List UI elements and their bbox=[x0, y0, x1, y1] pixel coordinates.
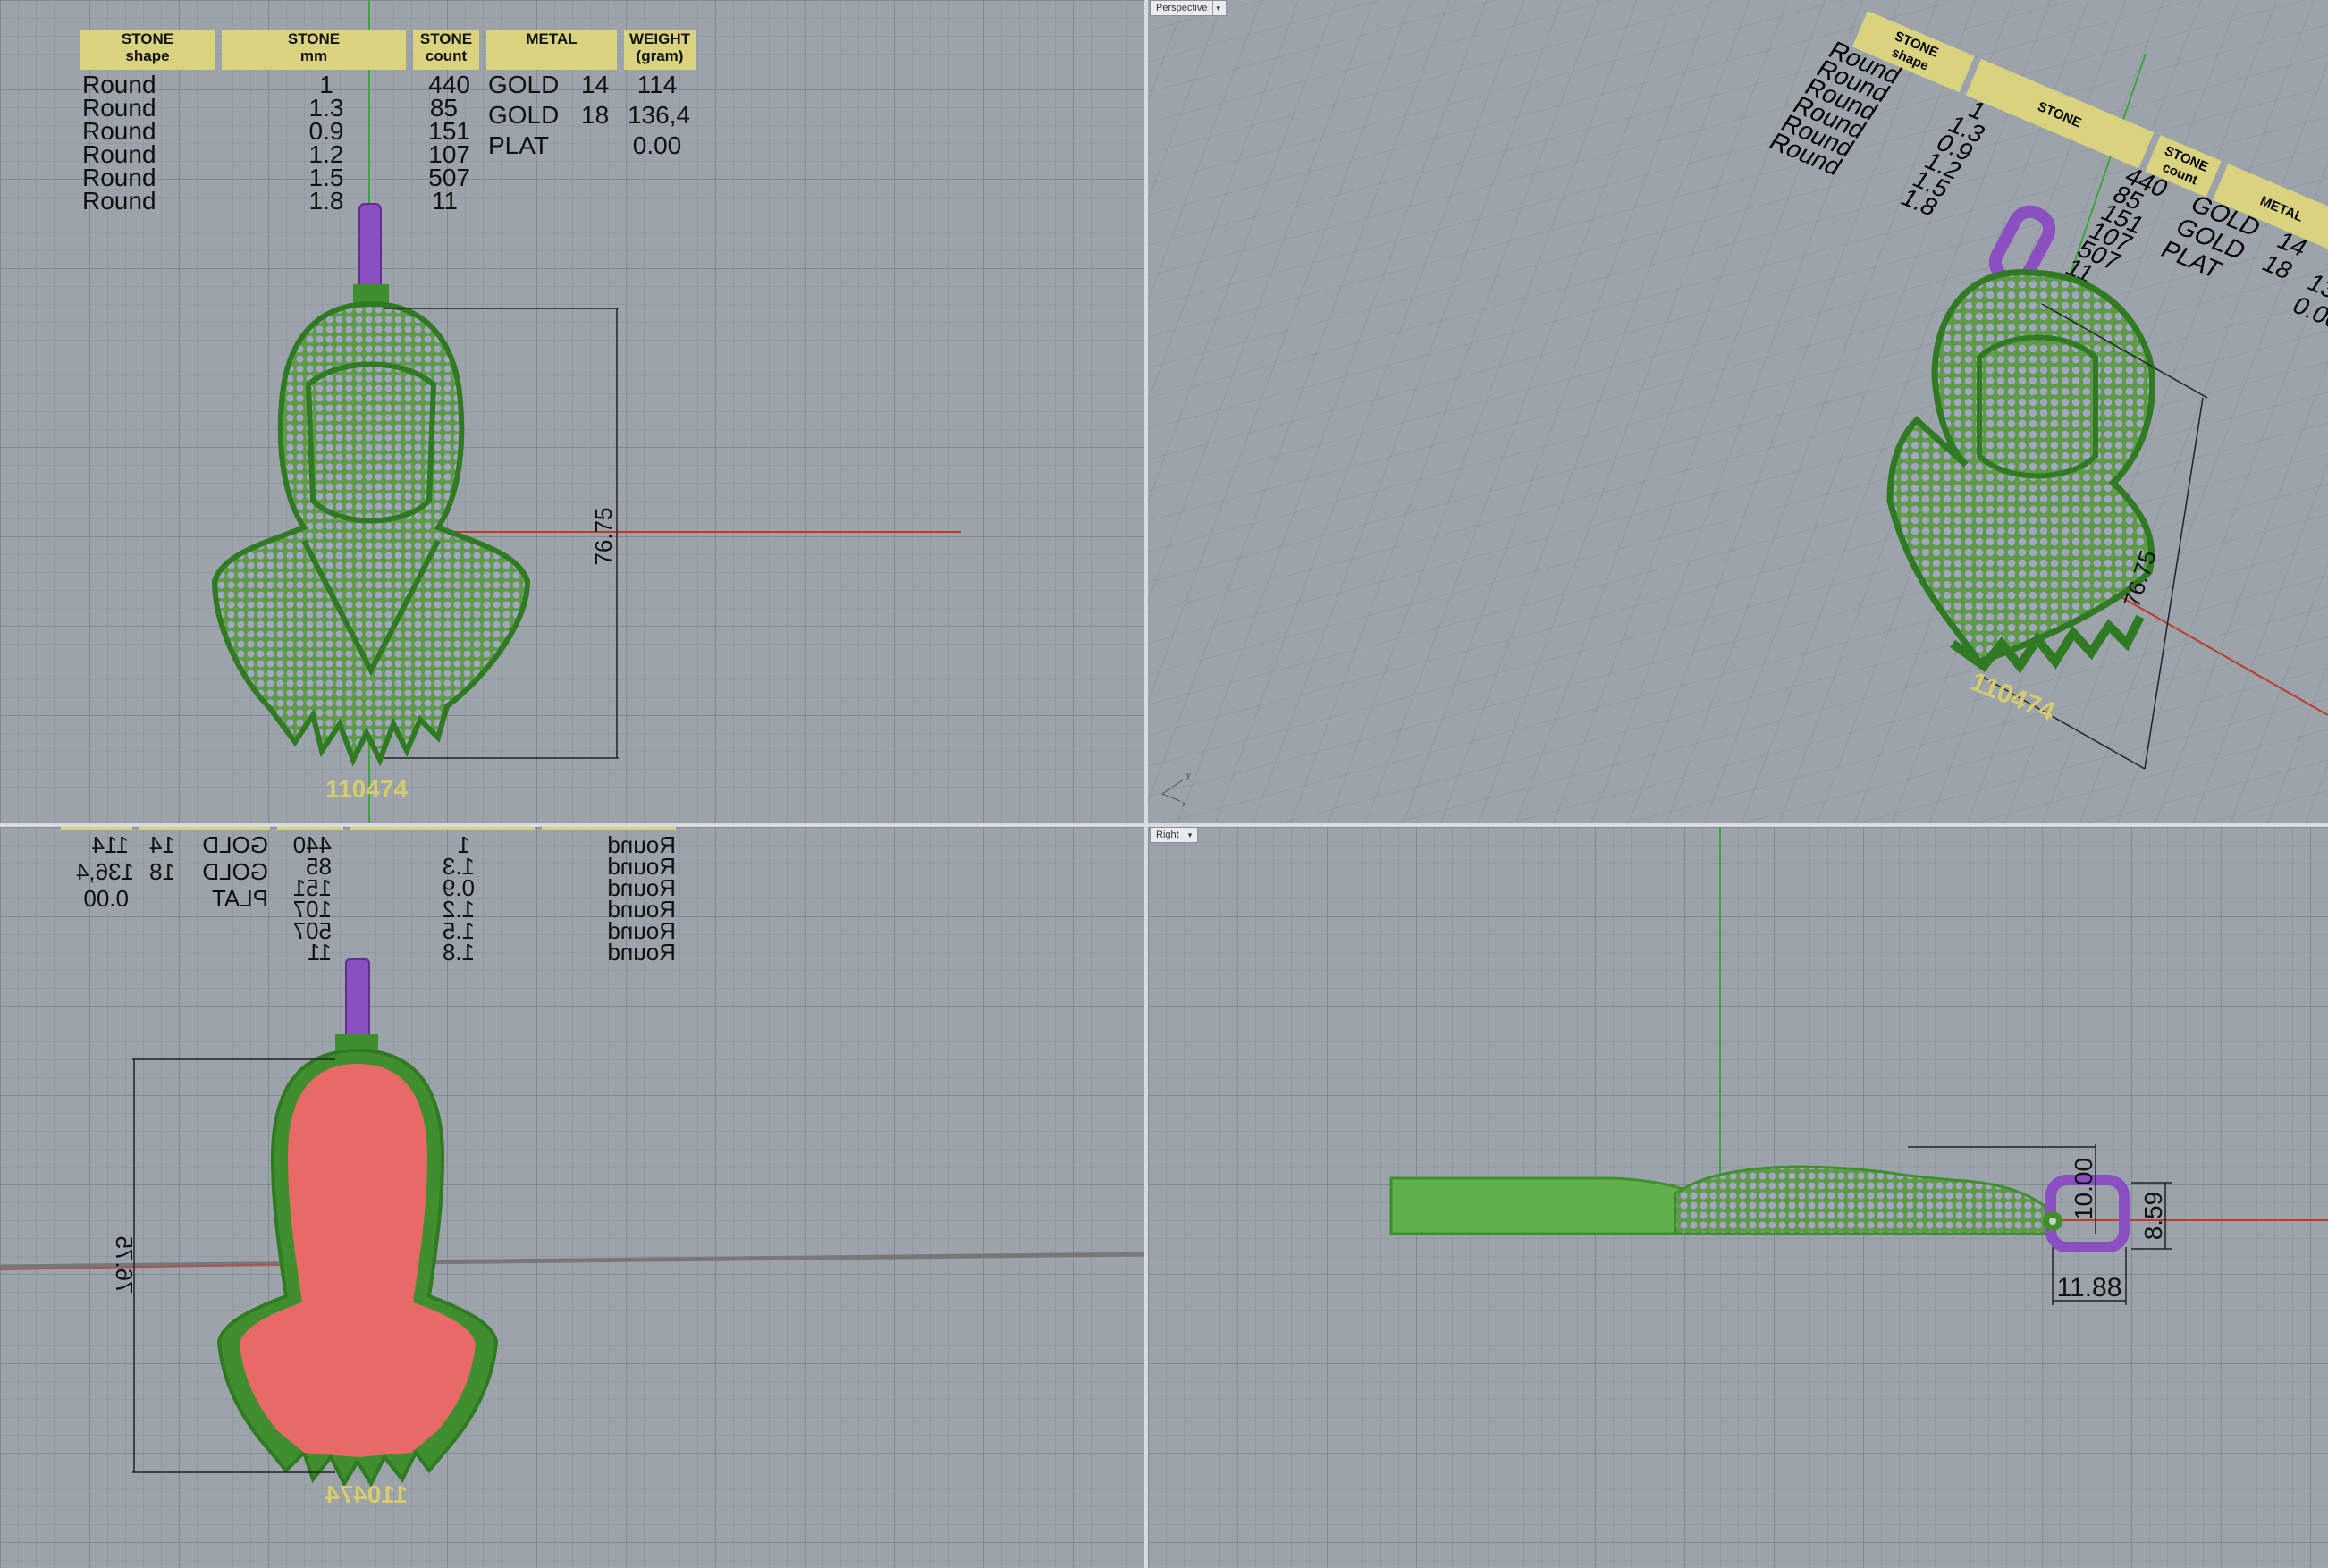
back-view-canvas: 76.75 110474 bbox=[0, 958, 1144, 1508]
row-mm: 1.2 bbox=[308, 140, 344, 168]
svg-text:x: x bbox=[1182, 799, 1186, 808]
pendant-side-profile bbox=[1674, 1165, 2057, 1235]
viewport-tab-perspective[interactable]: Perspective ▾ bbox=[1150, 0, 1227, 16]
row-shape: Round bbox=[82, 71, 156, 98]
metal-karat: 14 bbox=[581, 71, 610, 98]
dimension-depth-text: 10.00 bbox=[2070, 1158, 2097, 1220]
pendant-side-base bbox=[1389, 1176, 1704, 1235]
collar-line bbox=[301, 539, 441, 677]
pendant-front bbox=[211, 300, 531, 767]
bail bbox=[358, 203, 382, 290]
dimension-height-text: 76.75 bbox=[590, 507, 617, 565]
perspective-table-headers: STONE shape STONE STONE count METAL bbox=[1851, 11, 2328, 253]
row-mm: 1.3 bbox=[308, 94, 344, 122]
row-count: 85 bbox=[429, 94, 458, 122]
svg-text:y: y bbox=[1186, 771, 1191, 780]
row-shape: Round bbox=[82, 94, 156, 122]
perspective-table-rows: Round Round Round Round Round Round 1 1.… bbox=[1764, 36, 2328, 334]
dimension-height-text: 76.75 bbox=[111, 1235, 138, 1294]
metal-weight: 114 bbox=[637, 71, 678, 98]
row-count: 151 bbox=[428, 117, 470, 145]
viewport-label: Right bbox=[1156, 830, 1179, 840]
header-weight: WEIGHT(gram) bbox=[624, 30, 696, 70]
viewport-perspective[interactable]: STONE shape STONE STONE count METAL Roun… bbox=[1148, 0, 2328, 823]
row-shape: Round bbox=[82, 140, 156, 168]
right-view-canvas: 10.00 8.59 11.88 bbox=[1389, 827, 2328, 1305]
row-shape: Round bbox=[82, 164, 156, 191]
bail bbox=[345, 958, 370, 1041]
row-shape: Round bbox=[82, 117, 156, 145]
row-mm: 0.9 bbox=[308, 117, 344, 145]
metal-weight: 0.00 bbox=[632, 131, 682, 159]
viewport-tab-right[interactable]: Right ▾ bbox=[1150, 827, 1199, 843]
model-id-stamp: 110474 bbox=[325, 775, 408, 803]
header-metal: METAL bbox=[486, 30, 617, 70]
model-id-stamp: 110474 bbox=[325, 1480, 408, 1508]
mirrored-stone-table: Round Round Round Round Round Round 1 1.… bbox=[50, 827, 676, 970]
viewport-back[interactable]: 76.75 110474 Round Round Round Round Rou… bbox=[0, 827, 1144, 1568]
viewport-splitter-horizontal[interactable] bbox=[0, 823, 2328, 827]
row-count: 507 bbox=[428, 164, 470, 191]
row-count: 107 bbox=[428, 140, 470, 168]
viewport-label: Perspective bbox=[1156, 3, 1208, 13]
dimension-bail-width-text: 11.88 bbox=[2057, 1273, 2122, 1302]
row-shape: Round bbox=[82, 187, 156, 215]
x-axis-line bbox=[0, 1252, 1144, 1269]
row-count: 11 bbox=[431, 187, 458, 215]
perspective-canvas: STONE shape STONE STONE count METAL Roun… bbox=[1148, 0, 2328, 823]
viewport-right[interactable]: 10.00 8.59 11.88 Right ▾ bbox=[1148, 827, 2328, 1568]
metal-weight: 136,4 bbox=[627, 101, 691, 129]
metal-name: GOLD bbox=[488, 101, 560, 129]
metal-name: PLAT bbox=[488, 131, 549, 159]
face-mask-outline bbox=[305, 361, 437, 524]
row-mm: 1.8 bbox=[308, 187, 344, 215]
axis-gizmo: y x bbox=[1161, 771, 1191, 808]
dimension-line-height bbox=[2144, 397, 2204, 770]
viewport-menu-arrow-icon[interactable]: ▾ bbox=[1212, 1, 1220, 15]
row-mm: 1.5 bbox=[308, 164, 344, 191]
dimension-bail-height-text: 8.59 bbox=[2139, 1192, 2167, 1241]
viewport-menu-arrow-icon[interactable]: ▾ bbox=[1184, 828, 1192, 842]
pendant-back-cavity bbox=[240, 1064, 476, 1457]
metal-karat: 18 bbox=[581, 101, 610, 129]
metal-name: GOLD bbox=[488, 71, 560, 98]
front-view-canvas: 76.75 110474 bbox=[211, 0, 961, 823]
viewport-splitter-vertical[interactable] bbox=[1144, 0, 1148, 1568]
row-count: 440 bbox=[428, 71, 470, 98]
row-mm: 1 bbox=[319, 71, 333, 98]
